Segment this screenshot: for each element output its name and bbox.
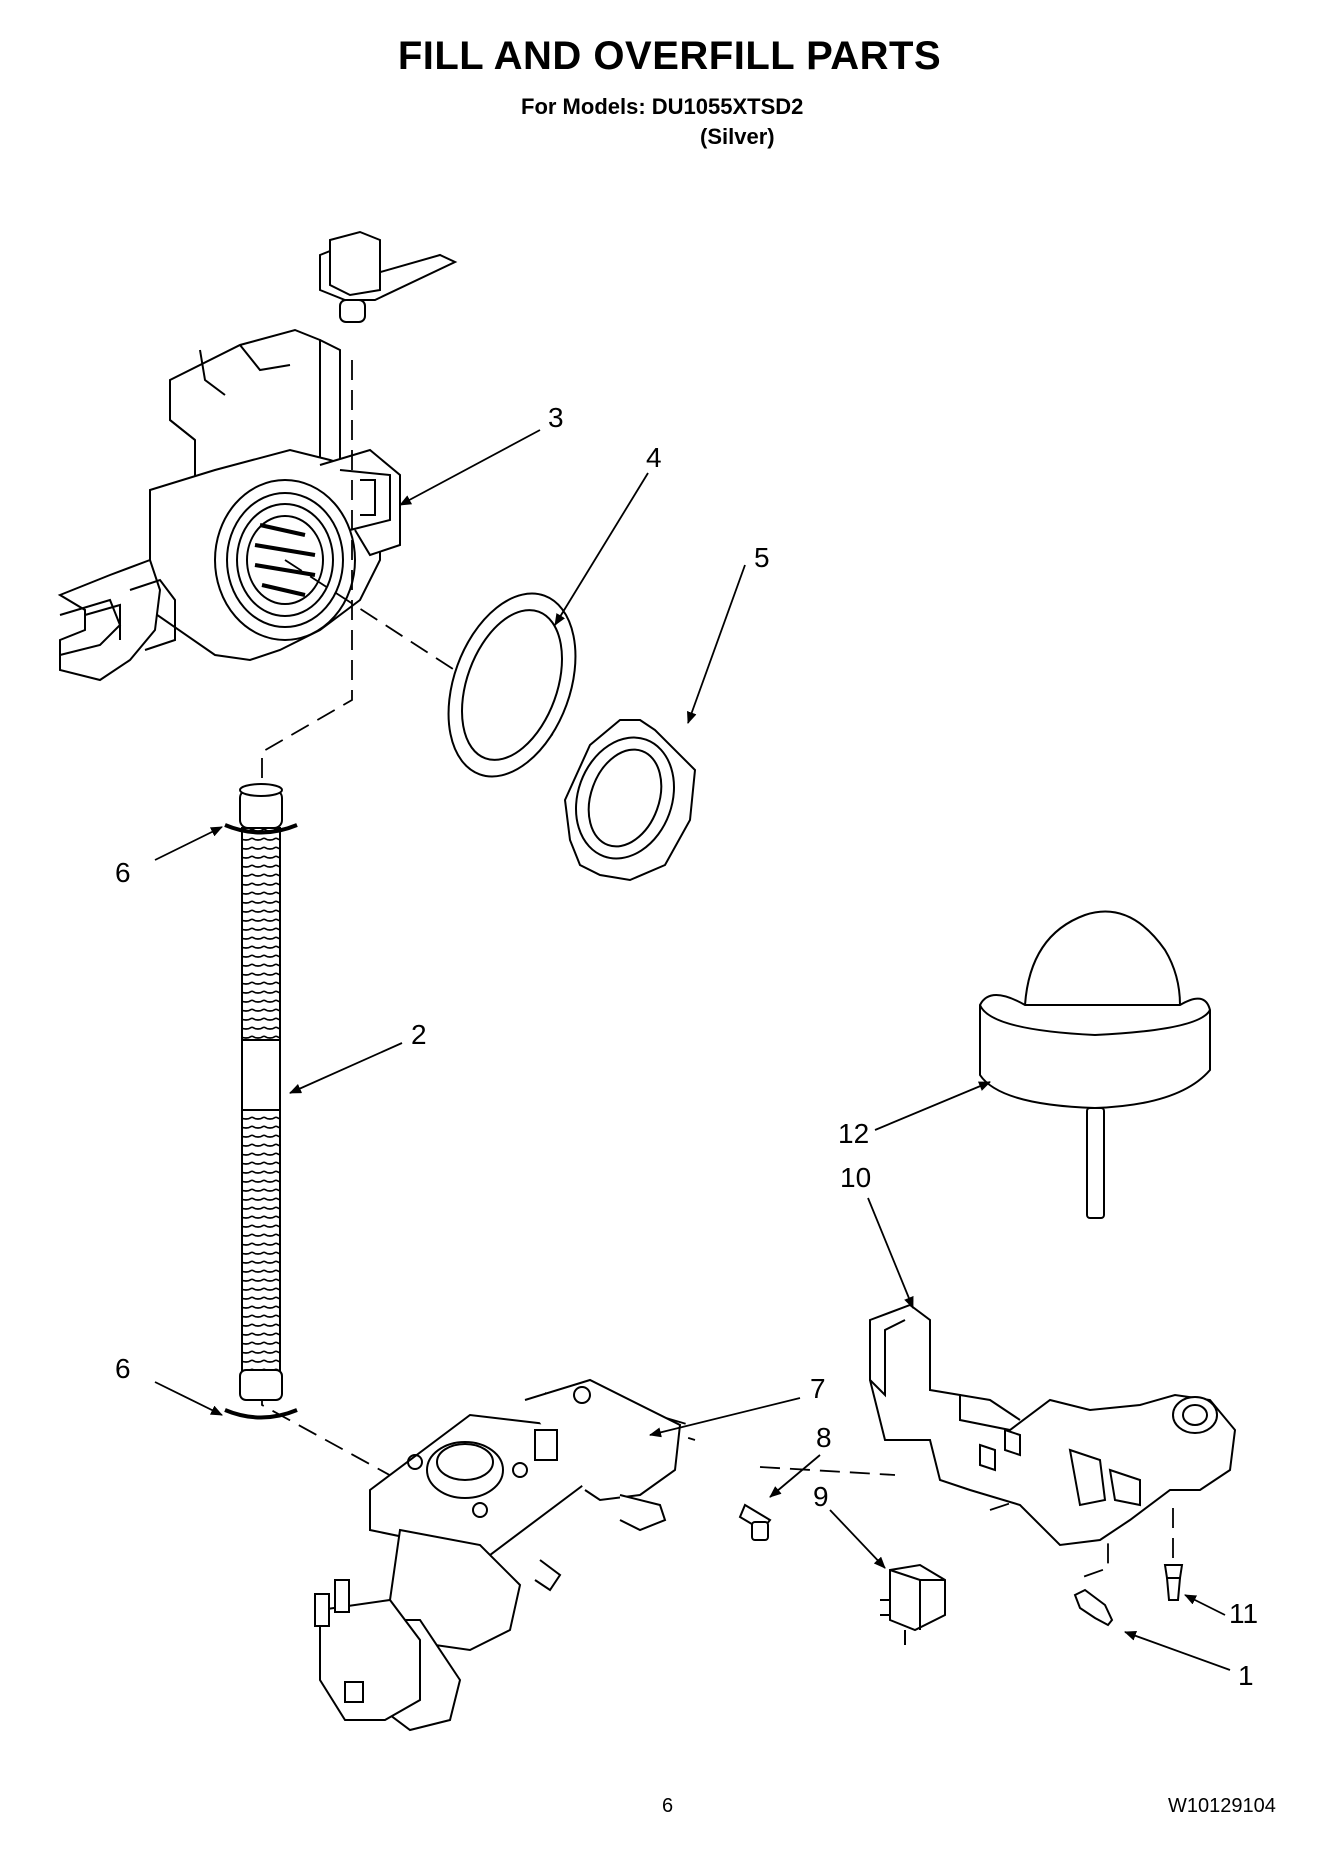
- callout-10: 10: [840, 1162, 871, 1193]
- callout-2: 2: [411, 1019, 427, 1050]
- callout-12: 12: [838, 1118, 869, 1149]
- screw-part-11: [1163, 1564, 1184, 1601]
- callout-11: 11: [1229, 1598, 1258, 1629]
- callout-7: 7: [810, 1373, 826, 1404]
- screw-part-8: [738, 1503, 772, 1541]
- callout-6-bottom: 6: [115, 1353, 131, 1384]
- page-number: 6: [662, 1795, 674, 1817]
- callout-3: 3: [548, 402, 564, 433]
- fill-funnel-part-3: [57, 230, 458, 682]
- callout-1: 1: [1238, 1660, 1254, 1691]
- callout-6-top: 6: [115, 857, 131, 888]
- switch-part-9: [880, 1563, 946, 1645]
- page-title: FILL AND OVERFILL PARTS: [397, 34, 942, 78]
- callout-9: 9: [813, 1481, 829, 1512]
- inlet-valve-part-7: [314, 1378, 682, 1732]
- callout-8: 8: [816, 1422, 832, 1453]
- fill-hose-part-2: [224, 783, 298, 1420]
- leader-arrows: [154, 429, 1231, 1671]
- callout-4: 4: [646, 442, 662, 473]
- float-switch-bracket-part-10: [869, 1303, 1237, 1547]
- lever-part-1: [1073, 1588, 1114, 1627]
- model-line: For Models: DU1055XTSD2: [521, 94, 804, 119]
- callout-5: 5: [754, 542, 770, 573]
- callout-labels: 3 4 5 6 2 12 10 6 7 8 9 11 1: [115, 402, 1258, 1691]
- model-variant: (Silver): [700, 124, 775, 149]
- document-number: W10129104: [1168, 1795, 1276, 1817]
- float-part-12: [979, 910, 1211, 1219]
- nut-part-5: [563, 719, 697, 882]
- gasket-part-4: [447, 592, 577, 778]
